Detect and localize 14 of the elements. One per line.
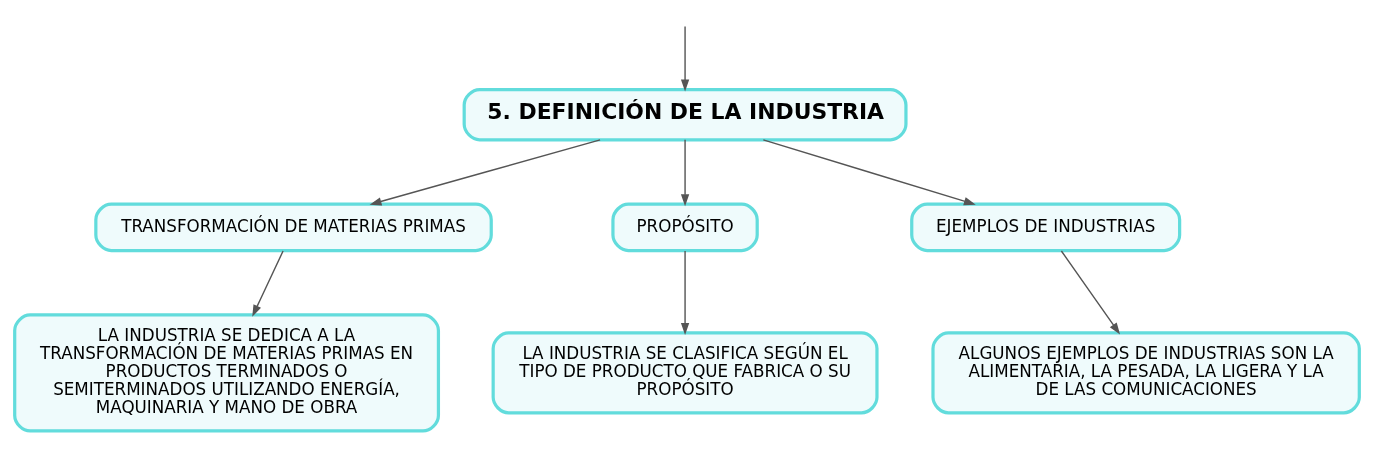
- arrow: [762, 138, 976, 205]
- node-box: PROPÓSITO: [611, 202, 759, 252]
- arrow: [252, 249, 284, 317]
- arrow: [1060, 249, 1121, 334]
- node-box: LA INDUSTRIA SE DEDICA A LA TRANSFORMACIÓN DE MATERIAS PRIMAS EN PRODUCTOS TERMINADOS O SEMITERMINADOS UTILIZANDO ENERGÍA, MAQUINARIA Y MANO DE OBRA: [13, 312, 441, 432]
- arrow: [680, 249, 690, 335]
- arrow: [680, 25, 690, 91]
- node-box: TRANSFORMACIÓN DE MATERIAS PRIMAS: [94, 202, 493, 252]
- arrow: [369, 138, 601, 205]
- node-box: ALGUNOS EJEMPLOS DE INDUSTRIAS SON LA ALIMENTARIA, LA PESADA, LA LIGERA Y LA DE LAS COMUNICACIONES: [931, 330, 1361, 414]
- arrow: [680, 138, 690, 206]
- node-box: LA INDUSTRIA SE CLASIFICA SEGÚN EL TIPO DE PRODUCTO QUE FABRICA O SU PROPÓSITO: [491, 330, 879, 414]
- node-box: EJEMPLOS DE INDUSTRIAS: [910, 202, 1182, 252]
- node-box: 5. DEFINICIÓN DE LA INDUSTRIA: [462, 87, 908, 141]
